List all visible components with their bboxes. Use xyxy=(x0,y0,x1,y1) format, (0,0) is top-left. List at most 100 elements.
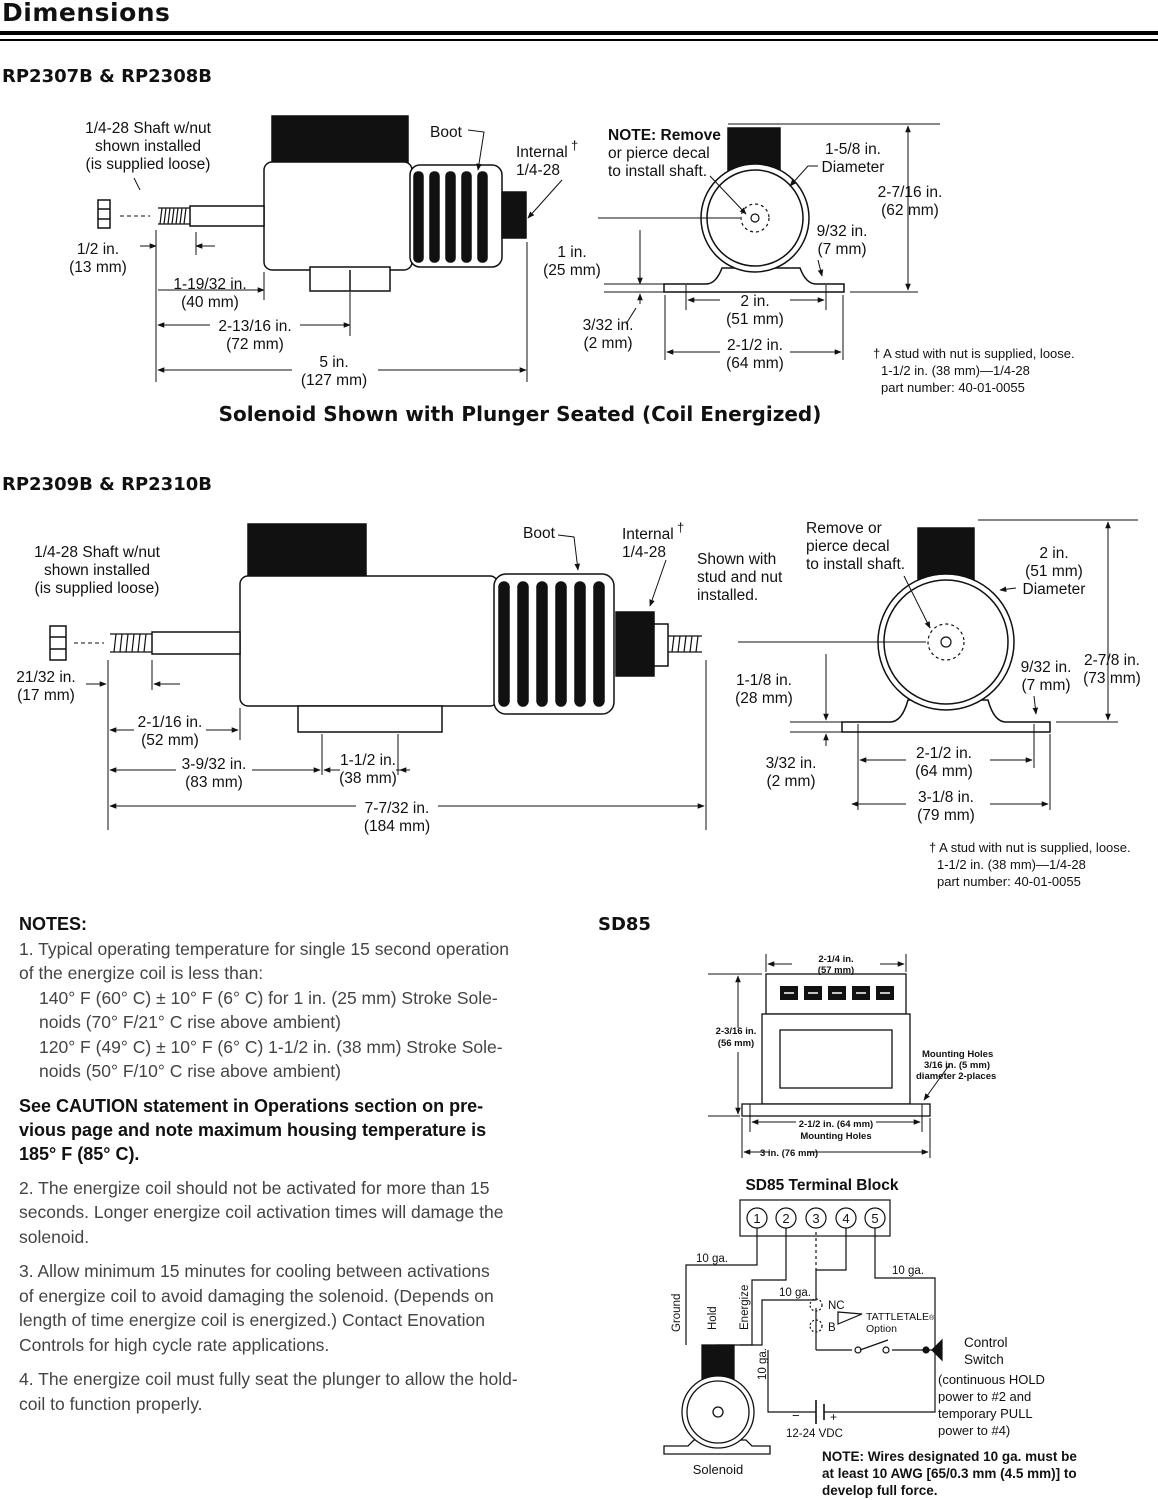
rp2307b-end-view xyxy=(598,123,940,360)
nc-label: NC xyxy=(828,1300,845,1312)
dim-1-19-32: 1-19/32 in.(40 mm) xyxy=(173,276,246,311)
end-mount-bracket xyxy=(663,267,845,293)
b-label: B xyxy=(828,1322,836,1334)
boot-label: Boot xyxy=(430,124,463,141)
svg-text:4: 4 xyxy=(842,1211,849,1226)
end-dim-3-32-2: 3/32 in.(2 mm) xyxy=(766,755,817,790)
note-1-line-2: of the energize coil is less than: xyxy=(19,963,264,983)
note-1b-line-1: 120° F (49° C) ± 10° F (6° C) 1-1/2 in. … xyxy=(39,1036,503,1057)
notes-heading: NOTES: xyxy=(19,914,88,934)
note-3: 3. Allow minimum 15 minutes for cooling … xyxy=(19,1261,494,1355)
end-dim-2-inch: 2 in.(51 mm) xyxy=(726,293,784,328)
wire-10ga-3: 10 ga. xyxy=(892,1265,924,1277)
note-1-line-1: 1. Typical operating temperature for sin… xyxy=(19,938,509,959)
mounting-foot-2 xyxy=(297,705,443,733)
minus-sign: − xyxy=(792,1408,800,1423)
internal-end-plug-2 xyxy=(615,611,655,677)
wire-10ga-4: 10 ga. xyxy=(757,1348,769,1380)
end-mount-bracket-2 xyxy=(841,699,1051,733)
sd85-height-dim: 2-3/16 in.(56 mm) xyxy=(716,1026,757,1049)
loose-nut-2 xyxy=(49,625,67,661)
coil-terminal-block-2 xyxy=(247,523,367,585)
internal-end-plug xyxy=(501,191,527,239)
svg-text:3: 3 xyxy=(812,1211,819,1226)
end-dim-2-5-2: 2-1/2 in.(64 mm) xyxy=(915,745,973,780)
note-4: 4. The energize coil must fully seat the… xyxy=(19,1369,518,1414)
wire-10ga-2: 10 ga. xyxy=(779,1287,811,1299)
wire-10ga-1: 10 ga. xyxy=(696,1253,728,1265)
terminal-3 xyxy=(805,1207,827,1229)
vdc-label: 12-24 VDC xyxy=(786,1428,843,1440)
end-dim-9-32-2: 9/32 in.(7 mm) xyxy=(1021,659,1072,694)
boot-bellows xyxy=(409,164,503,268)
sd85-label-panel xyxy=(779,1029,893,1089)
dagger-mark-2: † xyxy=(677,520,684,535)
dagger-mark: † xyxy=(571,138,578,153)
dim-2-1-16: 2-1/16 in.(52 mm) xyxy=(138,714,203,749)
note-1a-line-1: 140° F (60° C) ± 10° F (6° C) for 1 in. … xyxy=(39,987,498,1008)
section-heading-rp2309b: RP2309B & RP2310B xyxy=(2,474,212,495)
stud-note-1: † A stud with nut is supplied, loose.1-1… xyxy=(873,346,1075,395)
dim-5-inch: 5 in.(127 mm) xyxy=(301,354,367,389)
dim-1-5-stroke: 1-1/2 in.(38 mm) xyxy=(339,752,397,787)
note-1a-line-2: noids (70° F/21° C rise above ambient) xyxy=(39,1012,341,1032)
end-dim-9-32: 9/32 in.(7 mm) xyxy=(817,223,868,258)
svg-text:1: 1 xyxy=(753,1211,760,1226)
sd85-body xyxy=(761,1013,911,1105)
solenoid-body-2 xyxy=(239,575,499,707)
option-label: Option xyxy=(866,1323,897,1335)
energize-label: Energize xyxy=(739,1285,751,1330)
section-heading-rp2307b: RP2307B & RP2308B xyxy=(2,66,212,87)
end-dim-1-inch: 1 in.(25 mm) xyxy=(543,244,601,279)
loose-nut xyxy=(97,199,111,229)
note-1b-line-2: noids (50° F/10° C rise above ambient) xyxy=(39,1061,341,1081)
dim-3-9-32: 3-9/32 in.(83 mm) xyxy=(182,756,247,791)
svg-text:5: 5 xyxy=(871,1211,878,1226)
boot-bellows-2 xyxy=(493,573,615,715)
end-dim-2-5: 2-1/2 in.(64 mm) xyxy=(726,337,784,372)
section-heading-sd85: SD85 xyxy=(598,914,651,935)
dim-21-32: 21/32 in.(17 mm) xyxy=(16,669,75,704)
caution-note: See CAUTION statement in Operations sect… xyxy=(19,1095,487,1164)
sd85-terminal-block xyxy=(739,1199,891,1237)
end-diameter-2: 2 in.(51 mm)Diameter xyxy=(1023,545,1086,598)
sd85-holes-dim: 2-1/2 in. (64 mm)Mounting Holes xyxy=(799,1119,873,1142)
boot-label-2: Boot xyxy=(523,525,556,542)
ground-label: Ground xyxy=(671,1294,683,1332)
terminal-block-title: SD85 Terminal Block xyxy=(745,1177,898,1194)
end-height-2: 2-7/8 in.(73 mm) xyxy=(1083,652,1141,687)
tattletale-label: TATTLETALE® xyxy=(866,1311,935,1323)
end-dim-3-32: 3/32 in.(2 mm) xyxy=(583,317,634,352)
plunger-shaft xyxy=(189,205,265,227)
rp2309b-side-view xyxy=(49,523,707,830)
sd85-base xyxy=(741,1103,931,1117)
dim-2-13-16: 2-13/16 in.(72 mm) xyxy=(218,318,291,353)
title-rule-thin xyxy=(0,39,1158,41)
solenoid-symbol xyxy=(663,1344,771,1455)
end-dim-1-1-8: 1-1/8 in.(28 mm) xyxy=(735,672,793,707)
plunger-shaft-2 xyxy=(151,631,241,655)
coil-terminal-block xyxy=(271,115,409,169)
hold-label: Hold xyxy=(707,1306,719,1330)
plus-sign: + xyxy=(830,1410,837,1424)
notes-block: NOTES: 1. Typical operating temperature … xyxy=(19,912,564,1416)
stud-2 xyxy=(668,635,702,653)
note-2: 2. The energize coil should not be activ… xyxy=(19,1177,504,1247)
svg-text:2: 2 xyxy=(782,1211,789,1226)
end-height: 2-7/16 in.(62 mm) xyxy=(878,184,943,219)
rp2307b-side-view xyxy=(97,115,563,382)
threaded-shaft xyxy=(158,207,190,225)
